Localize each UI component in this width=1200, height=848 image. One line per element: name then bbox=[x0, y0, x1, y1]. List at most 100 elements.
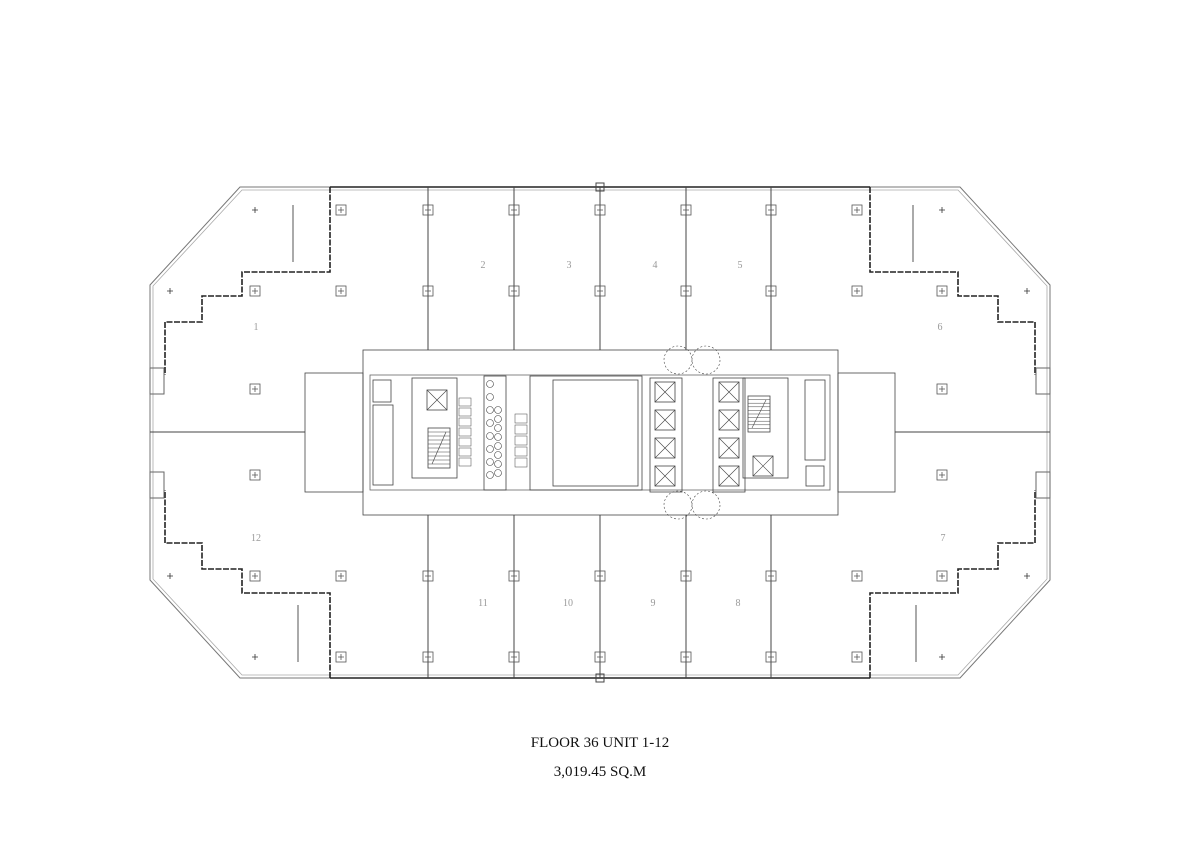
column-icon bbox=[680, 204, 692, 216]
toilet-icon bbox=[486, 432, 494, 440]
unit-label-4: 4 bbox=[653, 260, 658, 271]
duct-shaft bbox=[805, 465, 825, 487]
toilet-icon bbox=[486, 419, 494, 427]
column-icon bbox=[249, 469, 261, 481]
column-mark bbox=[854, 207, 860, 213]
side-bay bbox=[1035, 471, 1051, 499]
column-icon bbox=[422, 285, 434, 297]
unit-label-11: 11 bbox=[478, 598, 488, 609]
column-icon bbox=[936, 570, 948, 582]
elevator-icon bbox=[718, 381, 740, 403]
column-icon bbox=[335, 651, 347, 663]
side-bay bbox=[149, 367, 165, 395]
column-mark bbox=[854, 573, 860, 579]
column-mark bbox=[768, 654, 774, 660]
storage-inner bbox=[552, 379, 639, 487]
column-mark bbox=[939, 573, 945, 579]
lobby-door-arc bbox=[663, 345, 693, 375]
elevator-icon bbox=[654, 409, 676, 431]
elevator-cross bbox=[718, 409, 740, 431]
wc-stall bbox=[458, 427, 472, 437]
toilet-icon bbox=[494, 415, 502, 423]
column-icon bbox=[249, 285, 261, 297]
side-bay bbox=[1035, 367, 1051, 395]
column-icon bbox=[936, 469, 948, 481]
column-mark bbox=[683, 573, 689, 579]
side-bay bbox=[149, 471, 165, 499]
lift-bank-left bbox=[649, 377, 683, 493]
column-mark bbox=[511, 207, 517, 213]
stepped-wall bbox=[869, 490, 1036, 678]
elevator-icon bbox=[752, 455, 774, 477]
column-mark bbox=[252, 386, 258, 392]
column-mark bbox=[338, 288, 344, 294]
column-mark bbox=[597, 207, 603, 213]
column-icon bbox=[508, 285, 520, 297]
core-hall-right bbox=[837, 372, 896, 493]
floor-area: 3,019.45 SQ.M bbox=[553, 764, 647, 780]
elevator-cross bbox=[654, 465, 676, 487]
lobby-door-arc bbox=[691, 345, 721, 375]
column-mark bbox=[768, 288, 774, 294]
column-mark bbox=[338, 573, 344, 579]
stepped-wall bbox=[164, 187, 331, 375]
toilet-icon bbox=[486, 393, 494, 401]
survey-mark-icon bbox=[939, 207, 945, 213]
stair-core-left bbox=[411, 377, 458, 479]
duct-shaft bbox=[372, 379, 392, 403]
column-mark bbox=[252, 472, 258, 478]
column-icon bbox=[594, 570, 606, 582]
lobby-door-arc bbox=[663, 490, 693, 520]
elevator-cross bbox=[718, 437, 740, 459]
column-mark bbox=[252, 573, 258, 579]
stepped-wall bbox=[164, 490, 331, 678]
column-icon bbox=[851, 651, 863, 663]
stair-arrow bbox=[431, 431, 447, 465]
elevator-icon bbox=[718, 437, 740, 459]
lobby-door-arc bbox=[691, 490, 721, 520]
stair-arrow bbox=[751, 399, 767, 429]
column-icon bbox=[422, 570, 434, 582]
unit-label-8: 8 bbox=[736, 598, 741, 609]
wc-stall bbox=[514, 413, 528, 424]
column-icon bbox=[508, 570, 520, 582]
unit-label-6: 6 bbox=[938, 322, 943, 333]
wc-stall bbox=[514, 446, 528, 457]
column-mark bbox=[939, 386, 945, 392]
toilet-icon bbox=[494, 406, 502, 414]
wc-stall bbox=[514, 424, 528, 435]
column-icon bbox=[765, 651, 777, 663]
column-icon bbox=[594, 651, 606, 663]
wc-stall bbox=[514, 435, 528, 446]
column-mark bbox=[425, 288, 431, 294]
column-mark bbox=[597, 288, 603, 294]
column-icon bbox=[680, 651, 692, 663]
column-mark bbox=[939, 288, 945, 294]
elevator-cross bbox=[654, 437, 676, 459]
lift-bank-right bbox=[712, 377, 746, 493]
column-mark bbox=[511, 288, 517, 294]
column-mark bbox=[854, 654, 860, 660]
unit-label-5: 5 bbox=[738, 260, 743, 271]
unit-label-9: 9 bbox=[651, 598, 656, 609]
wc-stall bbox=[458, 457, 472, 467]
toilet-icon bbox=[494, 469, 502, 477]
wc-stall bbox=[458, 397, 472, 407]
corridor-right bbox=[804, 379, 826, 461]
survey-mark-icon bbox=[939, 654, 945, 660]
column-icon bbox=[851, 285, 863, 297]
column-icon bbox=[680, 570, 692, 582]
elevator-cross bbox=[426, 389, 448, 411]
column-mark bbox=[338, 654, 344, 660]
column-mark bbox=[768, 207, 774, 213]
column-mark bbox=[597, 654, 603, 660]
toilet-icon bbox=[486, 471, 494, 479]
survey-mark-icon bbox=[167, 288, 173, 294]
unit-label-12: 12 bbox=[251, 533, 261, 544]
column-icon bbox=[680, 285, 692, 297]
unit-label-2: 2 bbox=[481, 260, 486, 271]
column-icon bbox=[594, 204, 606, 216]
column-icon bbox=[851, 570, 863, 582]
column-icon bbox=[422, 651, 434, 663]
